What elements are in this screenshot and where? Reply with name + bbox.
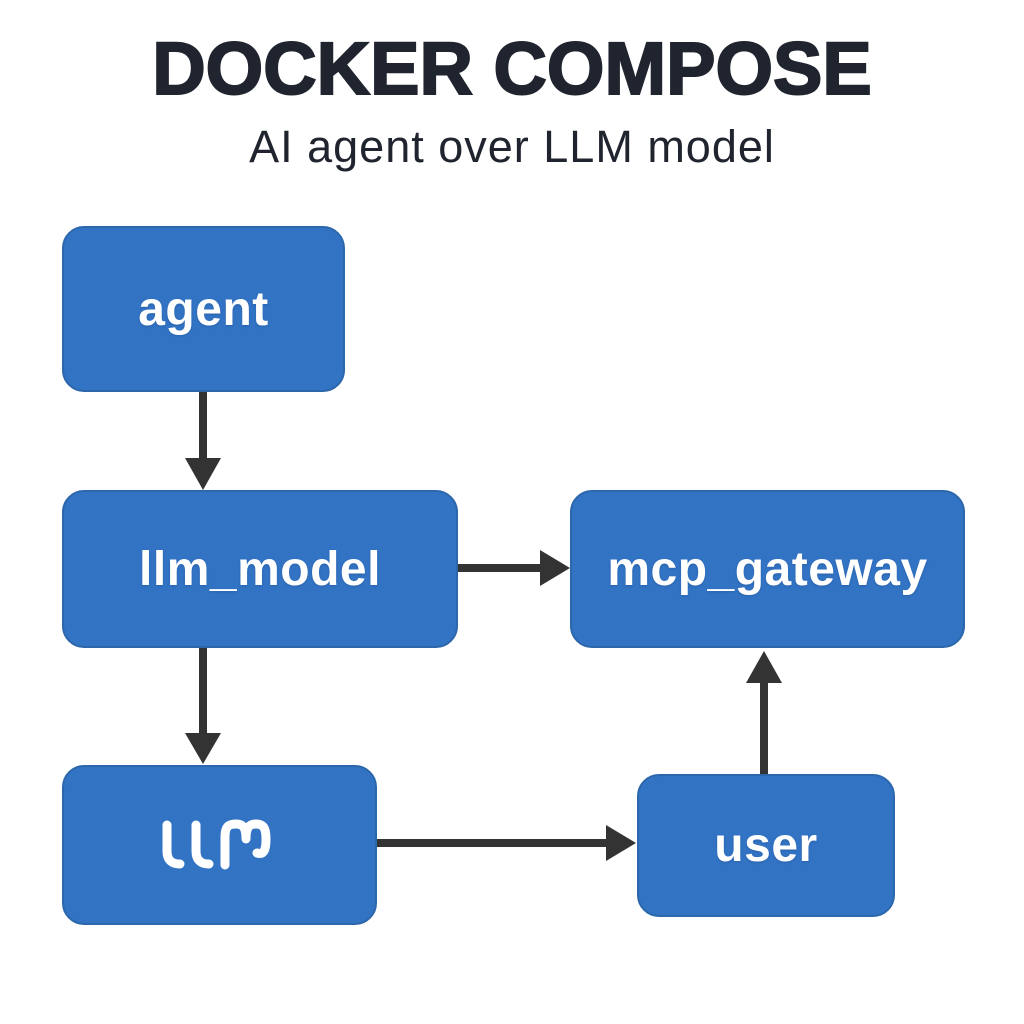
node-llm-model-label: llm_model (139, 542, 381, 596)
node-llm-model: llm_model (62, 490, 458, 648)
arrow-llm-model-to-mcp-gateway (458, 550, 570, 586)
diagram-subtitle: AI agent over LLM model (249, 121, 775, 172)
node-agent: agent (62, 226, 345, 392)
node-mcp-gateway-label: mcp_gateway (607, 542, 928, 596)
node-user-label: user (714, 819, 818, 872)
node-agent-label: agent (138, 282, 269, 336)
llm-wordmark-icon (162, 819, 270, 870)
diagram-title: DOCKER COMPOSE (151, 27, 873, 110)
node-user: user (637, 774, 895, 917)
arrow-llm-to-user (377, 825, 636, 861)
node-mcp-gateway: mcp_gateway (570, 490, 965, 648)
node-llm (62, 765, 377, 925)
arrow-agent-to-llm-model (185, 392, 221, 490)
arrow-user-to-mcp-gateway (746, 651, 782, 774)
arrow-llm-model-to-llm (185, 648, 221, 764)
